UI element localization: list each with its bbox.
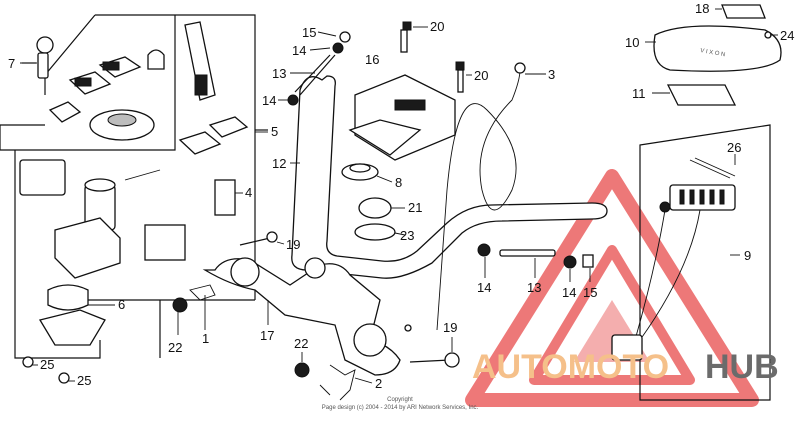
throttle-cable-part xyxy=(404,62,526,332)
svg-text:V I X O N: V I X O N xyxy=(700,48,726,58)
callout-11: 11 xyxy=(632,86,646,101)
callout-13-top: 13 xyxy=(272,66,286,81)
lower-holder-part xyxy=(202,257,401,376)
clips-1-2 xyxy=(189,284,356,401)
callout-14-right-b: 14 xyxy=(562,285,576,300)
copyright-notice: Copyright Page design (c) 2004 - 2014 by… xyxy=(322,397,479,411)
callout-7: 7 xyxy=(8,56,15,71)
callout-21: 21 xyxy=(408,200,422,215)
callout-19-lower: 19 xyxy=(443,320,457,335)
callout-24: 24 xyxy=(780,28,794,43)
callout-15-right: 15 xyxy=(583,285,597,300)
nuts-22 xyxy=(172,297,310,378)
callout-20-lower: 20 xyxy=(474,68,488,83)
switch-unit-part xyxy=(178,21,249,155)
callout-18: 18 xyxy=(695,1,709,16)
callout-8: 8 xyxy=(395,175,402,190)
callout-25-lower: 25 xyxy=(77,373,91,388)
callout-14-top: 14 xyxy=(292,43,306,58)
callout-17: 17 xyxy=(260,328,274,343)
callout-26: 26 xyxy=(727,140,741,155)
screws-25 xyxy=(22,356,70,384)
copyright-line-2: Page design (c) 2004 - 2014 by ARI Netwo… xyxy=(322,405,479,411)
stud-and-nuts-right xyxy=(477,243,594,269)
callout-14-mid: 14 xyxy=(262,93,276,108)
watermark-text: AUTOMOTO HUB xyxy=(472,348,779,386)
leader-lines xyxy=(20,8,778,384)
callout-1: 1 xyxy=(202,331,209,346)
handlebar-part xyxy=(291,75,608,279)
callout-4: 4 xyxy=(245,185,252,200)
switch-cover-parts xyxy=(48,49,165,141)
callout-2: 2 xyxy=(375,376,382,391)
upper-holder-part xyxy=(348,74,456,161)
callout-19-upper: 19 xyxy=(286,237,300,252)
callout-25-upper: 25 xyxy=(40,357,54,372)
stud-and-nuts-top xyxy=(287,31,351,106)
callout-22-mid: 22 xyxy=(294,336,308,351)
callout-20-upper: 20 xyxy=(430,19,444,34)
callout-labels: 7 5 4 6 22 1 25 25 15 14 13 14 20 16 20 … xyxy=(8,1,794,391)
callout-10: 10 xyxy=(625,35,639,50)
copyright-line-1: Copyright xyxy=(387,397,413,403)
callout-14-right-a: 14 xyxy=(477,280,491,295)
callout-3: 3 xyxy=(548,67,555,82)
callout-16: 16 xyxy=(365,52,379,67)
callout-9: 9 xyxy=(744,248,751,263)
watermark-part-1: AUTOMOTO xyxy=(472,348,669,386)
callout-12: 12 xyxy=(272,156,286,171)
callout-6: 6 xyxy=(118,297,125,312)
watermark-part-2: HUB xyxy=(705,348,779,386)
rubbers-washers xyxy=(341,163,396,241)
key-part xyxy=(22,36,54,79)
bolts-20 xyxy=(400,21,465,93)
callout-22-left: 22 xyxy=(168,340,182,355)
meter-panel-parts: V I X O N xyxy=(653,4,782,106)
ignition-switch-body xyxy=(19,159,236,346)
callout-15-top: 15 xyxy=(302,25,316,40)
bolts-19 xyxy=(239,231,460,368)
callout-23: 23 xyxy=(400,228,414,243)
callout-13-right: 13 xyxy=(527,280,541,295)
meter-box-outline xyxy=(611,124,771,401)
callout-5: 5 xyxy=(271,124,278,139)
